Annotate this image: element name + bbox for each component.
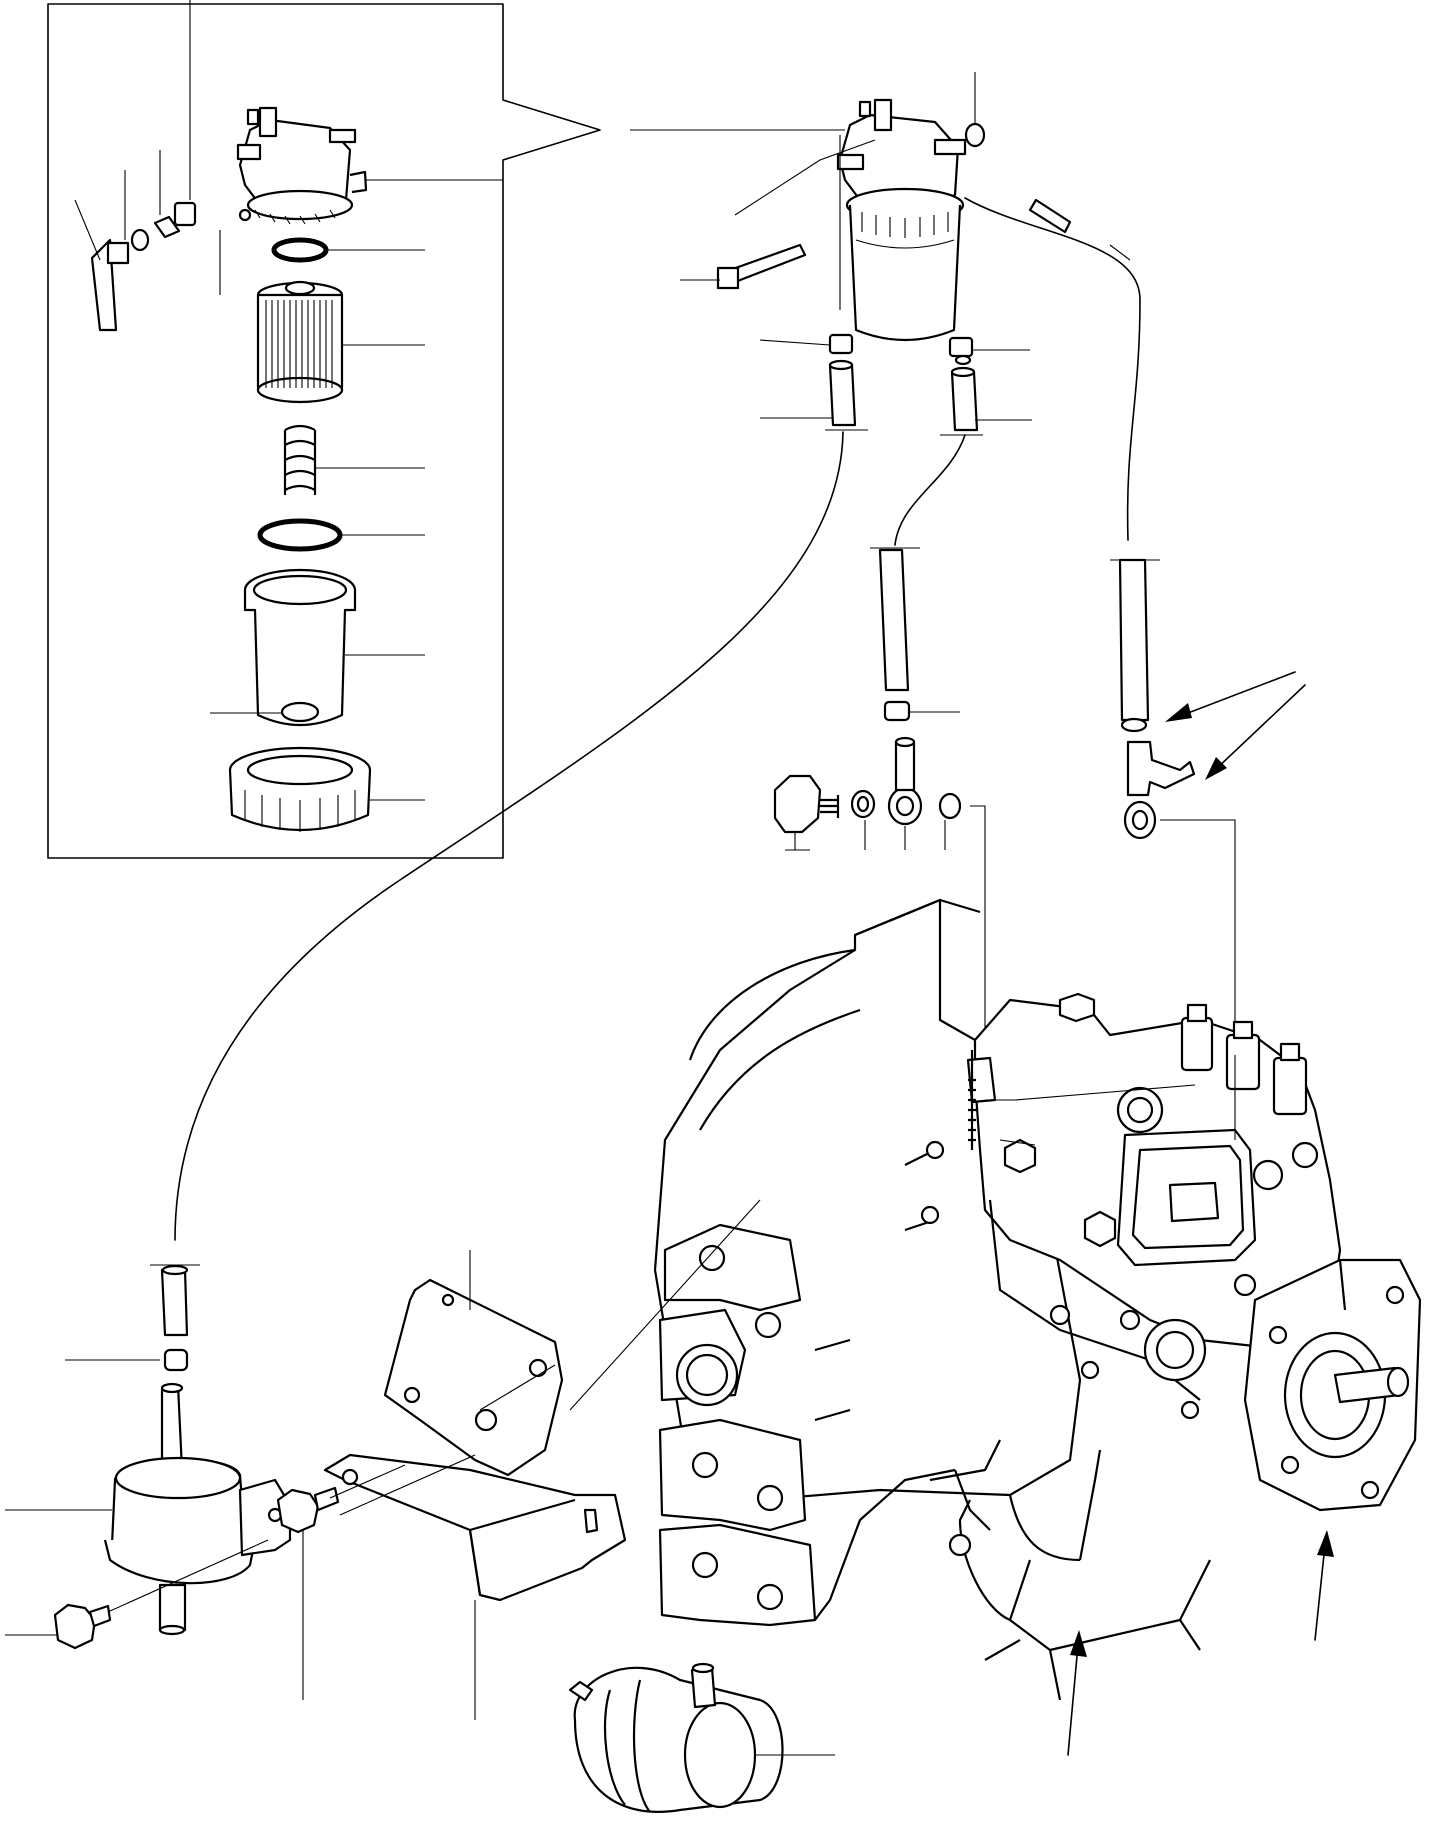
pump-leader-lines xyxy=(985,1055,1236,1146)
inset-o-ring-upper xyxy=(271,237,329,263)
direction-arrows-upper xyxy=(1165,671,1306,780)
inset-o-ring-lower xyxy=(257,518,343,552)
fuel-feed-pump xyxy=(568,1662,835,1813)
inset-filter-head xyxy=(236,106,368,225)
inset-bowl xyxy=(243,568,357,727)
hose-to-pump-feed xyxy=(894,434,966,546)
filter-mounting-bolt xyxy=(728,243,807,284)
mounting-bracket xyxy=(323,1199,761,1720)
inset-bleed-valve-parts xyxy=(90,201,197,332)
fuel-injection-pump xyxy=(966,992,1422,1512)
direction-arrows-lower xyxy=(1067,1530,1334,1756)
fuel-filter-assembly xyxy=(716,98,1072,342)
water-separator xyxy=(5,1264,292,1636)
separator-bolts xyxy=(5,1464,406,1700)
inset-retaining-ring xyxy=(228,746,372,832)
fuel-hose-routing xyxy=(174,197,1141,1241)
filter-head-exploded-inset xyxy=(47,0,601,859)
inset-callout-border xyxy=(47,3,601,859)
banjo-fitting-feed xyxy=(773,736,986,1040)
delivery-valves xyxy=(1180,1003,1308,1116)
hose-to-separator xyxy=(174,431,844,1241)
engine-housing xyxy=(653,898,1211,1701)
banjo-fitting-return xyxy=(1123,740,1236,1055)
inset-spring xyxy=(283,424,317,495)
filter-outlet-hoses xyxy=(825,333,983,436)
hose-return xyxy=(964,197,1141,541)
bracket-plate xyxy=(383,1278,564,1477)
inset-filter-element xyxy=(256,280,344,404)
mid-hoses xyxy=(870,547,1160,733)
pump-drive-flange xyxy=(1243,1258,1422,1512)
filter-leader-lines xyxy=(630,72,1032,421)
